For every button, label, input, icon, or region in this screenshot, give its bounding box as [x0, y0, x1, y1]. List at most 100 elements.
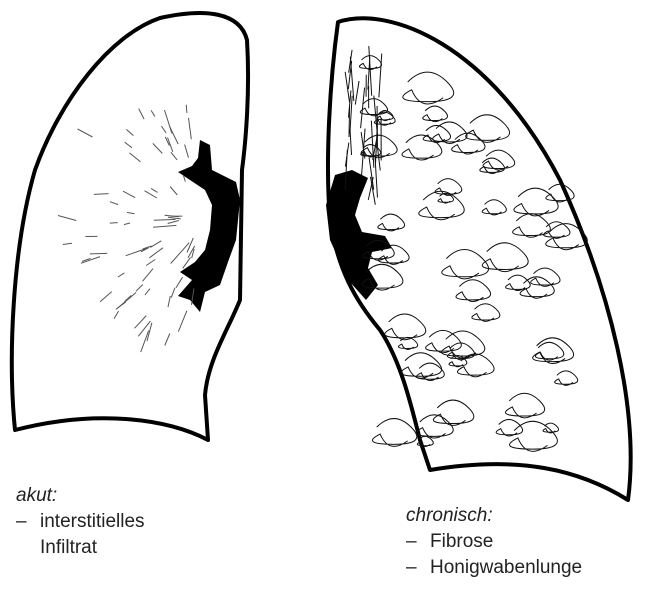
chronic-item-honeycomb-text: Honigwabenlunge — [430, 557, 582, 578]
fibrosis-scribble — [456, 280, 491, 302]
infiltrate-stroke — [150, 241, 161, 248]
dash-marker: – — [406, 529, 430, 555]
acute-item: –interstitielles — [16, 509, 145, 535]
infiltrate-stroke — [114, 311, 119, 319]
infiltrate-stroke — [151, 188, 157, 192]
infiltrate-stroke — [139, 109, 144, 120]
infiltrate-stroke — [127, 212, 135, 213]
infiltrate-stroke — [118, 273, 124, 277]
acute-heading: akut: — [16, 483, 145, 509]
fibrosis-scribble — [514, 188, 558, 216]
infiltrate-stroke — [168, 221, 179, 224]
infiltrate-stroke — [146, 260, 155, 266]
infiltrate-stroke — [145, 289, 150, 295]
infiltrate-stroke — [165, 334, 170, 346]
infiltrate-stroke — [125, 295, 132, 301]
dash-marker: – — [406, 555, 430, 581]
infiltrate-stroke — [81, 257, 100, 264]
fibrosis-scribble — [544, 222, 570, 239]
acute-caption: akut: –interstitielles Infiltrat — [16, 483, 145, 561]
fibrosis-scribble — [513, 214, 551, 238]
fibrosis-scribble — [506, 275, 531, 290]
infiltrate-stroke — [135, 316, 147, 329]
infiltrate-stroke — [189, 118, 192, 139]
infiltrate-stroke — [110, 202, 118, 205]
fibrosis-scribble — [483, 150, 515, 170]
infiltrate-stroke — [110, 223, 118, 224]
infiltrate-stroke — [126, 129, 133, 135]
chronic-item-fibrosis: –Fibrose — [406, 529, 582, 555]
fibrosis-scribble — [510, 421, 558, 451]
right-hilum — [326, 170, 392, 300]
infiltrate-stroke — [185, 145, 189, 158]
infiltrate-stroke — [153, 143, 163, 153]
interstitial-infiltrate-lines — [58, 105, 195, 352]
infiltrate-stroke — [186, 105, 187, 113]
fibrosis-scribble — [385, 314, 426, 340]
fibrosis-scribble — [543, 423, 559, 433]
infiltrate-stroke — [100, 292, 112, 302]
infiltrate-stroke — [168, 296, 170, 307]
fibrosis-scribble — [368, 57, 370, 90]
infiltrate-stroke — [176, 277, 183, 288]
chronic-item-fibrosis-text: Fibrose — [430, 531, 493, 552]
fibrosis-scribble — [433, 400, 473, 425]
infiltrate-stroke — [168, 217, 181, 219]
acute-item-line2: Infiltrat — [16, 535, 145, 561]
fibrosis-scribble — [401, 353, 442, 378]
infiltrate-stroke — [117, 293, 136, 309]
infiltrate-stroke — [178, 311, 187, 332]
fibrosis-scribble — [482, 243, 528, 272]
fibrosis-scribble — [355, 81, 359, 105]
infiltrate-stroke — [90, 253, 107, 254]
fibrosis-scribble — [345, 143, 348, 167]
infiltrate-stroke — [168, 138, 173, 152]
infiltrate-stroke — [94, 194, 109, 195]
dash-marker: – — [16, 509, 40, 535]
fibrosis-scribble — [555, 371, 578, 385]
fibrosis-scribble — [423, 106, 448, 122]
fibrosis-scribble — [520, 277, 554, 298]
infiltrate-stroke — [171, 288, 175, 298]
infiltrate-stroke — [162, 126, 167, 133]
fibrosis-scribble — [402, 135, 442, 160]
infiltrate-stroke — [123, 191, 135, 197]
fibrosis-scribble — [496, 419, 522, 436]
chronic-caption: chronisch: –Fibrose –Honigwabenlunge — [406, 503, 582, 581]
chronic-heading: chronisch: — [406, 503, 582, 529]
fibrosis-scribble — [361, 88, 365, 129]
fibrosis-scribble — [535, 342, 563, 360]
infiltrate-stroke — [170, 187, 177, 196]
infiltrate-stroke — [149, 248, 163, 258]
left-hilum — [178, 140, 240, 312]
fibrosis-scribble — [442, 250, 489, 279]
fibrosis-scribble — [403, 72, 454, 104]
fibrosis-scribble — [378, 214, 405, 231]
fibrosis-scribble — [482, 200, 506, 215]
fibrosis-scribble — [452, 133, 485, 154]
infiltrate-stroke — [136, 285, 143, 292]
infiltrate-stroke — [129, 153, 140, 162]
infiltrate-stroke — [154, 219, 176, 220]
infiltrate-stroke — [153, 225, 176, 227]
infiltrate-stroke — [171, 152, 177, 160]
infiltrate-stroke — [171, 243, 190, 264]
infiltrate-stroke — [63, 243, 72, 244]
fibrosis-scribble — [419, 191, 464, 220]
acute-item-line1: interstitielles — [40, 511, 145, 532]
infiltrate-stroke — [78, 129, 93, 137]
fibrosis-scribble — [472, 304, 500, 322]
fibrosis-scribble — [466, 115, 510, 143]
fibrosis-scribble — [372, 419, 416, 447]
fibrosis-scribble — [505, 393, 544, 418]
infiltrate-stroke — [151, 110, 155, 116]
infiltrate-stroke — [143, 269, 154, 282]
infiltrate-stroke — [126, 248, 149, 256]
chronic-item-honeycomb: –Honigwabenlunge — [406, 555, 582, 581]
fibrosis-scribble — [375, 157, 377, 198]
infiltrate-stroke — [58, 216, 76, 221]
infiltrate-stroke — [124, 223, 130, 225]
infiltrate-stroke — [145, 191, 157, 198]
infiltrate-stroke — [125, 142, 132, 148]
fibrosis-scribble — [546, 184, 574, 202]
